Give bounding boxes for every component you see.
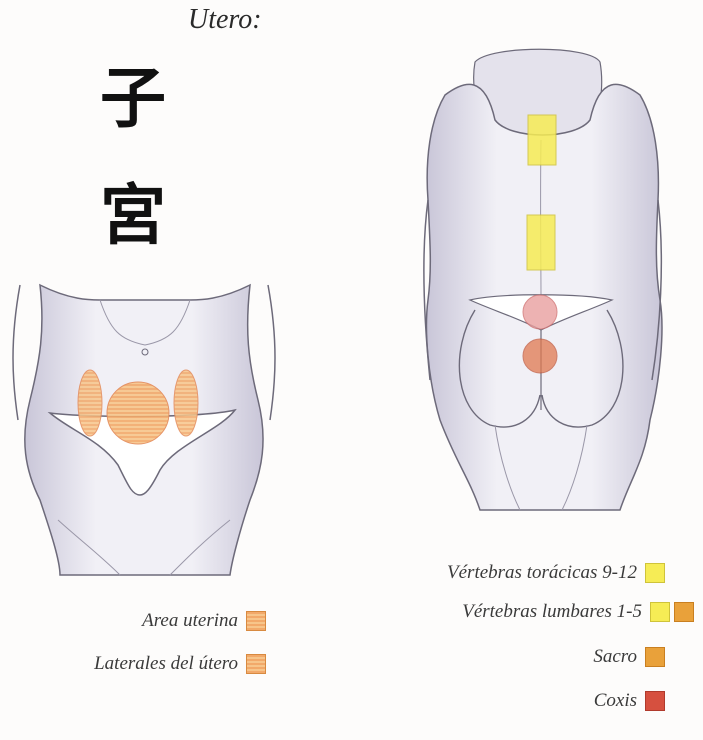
front-torso-figure	[13, 285, 275, 575]
legend-label: Vértebras torácicas 9-12	[447, 562, 637, 584]
legend-swatch	[674, 602, 694, 622]
legend-label: Coxis	[594, 690, 637, 712]
legend-vertebras-lumbares: Vértebras lumbares 1-5	[462, 601, 694, 623]
sacrum-marker	[523, 295, 557, 329]
legend-label: Vértebras lumbares 1-5	[462, 601, 642, 623]
legend-swatch	[645, 647, 665, 667]
legend-swatch	[246, 654, 266, 674]
back-figure	[424, 49, 662, 510]
legend-area-uterina: Area uterina	[142, 610, 266, 632]
legend-sacro: Sacro	[593, 646, 665, 668]
legend-label: Sacro	[593, 646, 637, 668]
legend-swatch	[645, 691, 665, 711]
legend-label: Area uterina	[142, 610, 238, 632]
legend-coxis: Coxis	[594, 690, 665, 712]
legend-swatch	[645, 563, 665, 583]
thoracic-vertebrae-marker	[528, 115, 556, 165]
legend-vertebras-toracicas: Vértebras torácicas 9-12	[447, 562, 665, 584]
legend-laterales-utero: Laterales del útero	[94, 653, 266, 675]
lumbar-vertebrae-marker	[527, 215, 555, 270]
legend-swatch	[246, 611, 266, 631]
legend-label: Laterales del útero	[94, 653, 238, 675]
legend-swatch	[650, 602, 670, 622]
coccyx-marker	[523, 339, 557, 373]
